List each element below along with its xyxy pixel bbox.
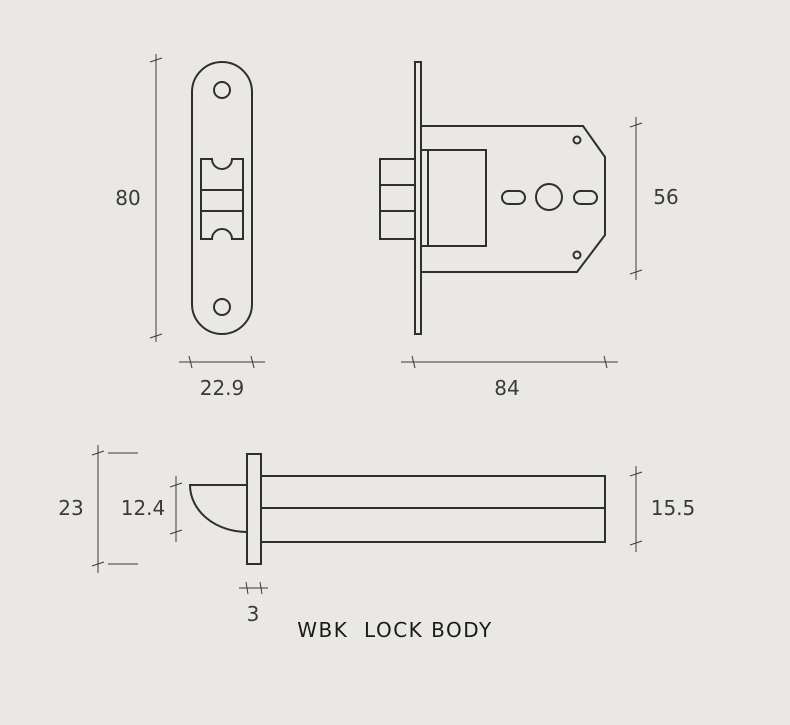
dimension-bolt-total: 23 [58, 445, 138, 573]
dimension-latch-height: 12.4 [121, 476, 183, 542]
dimension-plate-thickness: 3 [239, 581, 268, 626]
right-slot [573, 190, 598, 205]
dimension-case-height: 56 [629, 117, 679, 280]
drawing-title: WBK LOCK BODY [297, 618, 493, 642]
plate-thickness-label: 3 [247, 602, 260, 626]
dimension-case-length: 84 [401, 355, 618, 400]
bolt-top-view [188, 453, 606, 565]
latch-housing [427, 149, 487, 247]
bolt-height-label: 15.5 [651, 496, 696, 520]
case-length-label: 84 [494, 376, 519, 400]
dimension-bolt-height: 15.5 [629, 466, 696, 552]
faceplate-outline [191, 61, 253, 335]
dimension-faceplate-width: 22.9 [179, 355, 265, 400]
top-rivet [572, 135, 582, 145]
latch-opening [200, 158, 244, 240]
latch-curve [188, 484, 248, 533]
bottom-rivet [572, 250, 582, 260]
faceplate-height-label: 80 [115, 186, 140, 210]
bolt-total-label: 23 [58, 496, 83, 520]
case-outline [421, 125, 606, 273]
latch-height-label: 12.4 [121, 496, 166, 520]
case-height-label: 56 [653, 185, 678, 209]
plate-section [246, 453, 262, 565]
faceplate-view [191, 61, 253, 335]
spindle-hole [535, 183, 563, 211]
protruding-latch [379, 158, 416, 240]
bottom-screw-hole [213, 298, 231, 316]
top-screw-hole [213, 81, 231, 99]
case-side-view [379, 61, 606, 335]
left-slot [501, 190, 526, 205]
faceplate-width-label: 22.9 [200, 376, 245, 400]
dimension-faceplate-height: 80 [115, 54, 163, 342]
